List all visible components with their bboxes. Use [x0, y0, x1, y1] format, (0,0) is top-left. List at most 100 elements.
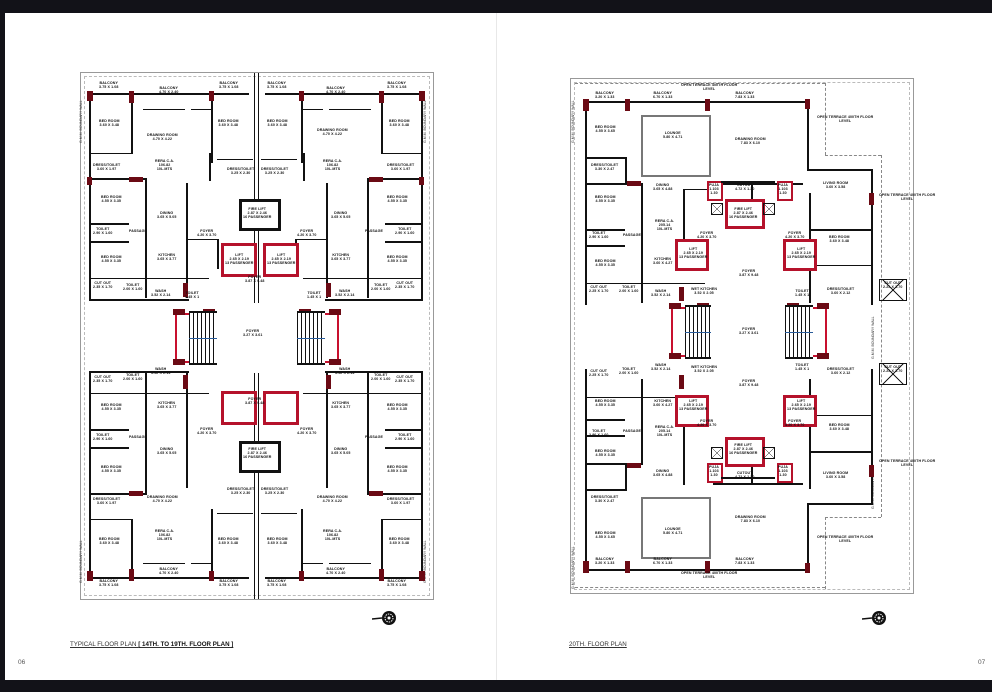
lift-shaft: [221, 243, 257, 277]
room-label: BED ROOM 4.55 X 3.35: [387, 255, 408, 264]
puja-room: [777, 181, 793, 201]
room-label: BED ROOM 4.55 X 3.35: [595, 259, 616, 268]
room-label: BALCONY 4.70 X 2.40: [326, 567, 346, 576]
room-label: RERA C.A. 205.14 10L.MTS: [655, 425, 675, 438]
page-number: 07: [978, 659, 986, 666]
room-label: KITCHEN 3.65 X 3.77: [157, 401, 177, 410]
room-label: DRAWING ROOM 4.70 X 4.22: [317, 495, 348, 504]
room-label: BED ROOM 3.60 X 3.48: [99, 119, 120, 128]
room-label: BED ROOM 4.55 X 3.35: [595, 195, 616, 204]
room-label: LIFT 2.65 X 2.19 13 PASSENGER: [679, 399, 708, 412]
lift-shaft: [263, 243, 299, 277]
room-label: WET KITCHEN 3.52 X 2.05: [691, 365, 718, 374]
room-label: BED ROOM 3.60 X 3.48: [389, 119, 410, 128]
typical-floor-plan: G.M.M. BOUNDARY WALL G.M.M. BOUNDARY WAL…: [79, 72, 434, 600]
room-label: LIFT 2.65 X 2.19 13 PASSENGER: [679, 247, 708, 260]
room-label: TOILET 1.45 X 1: [795, 289, 810, 298]
room-label: DINING 3.65 X 5.05: [157, 447, 177, 456]
room-label: DINING 3.65 X 5.05: [157, 211, 177, 220]
room-label: BALCONY 3.20 X 1.33: [595, 557, 615, 566]
room-label: OPEN TERRACE 400TH FLOOR LEVEL: [817, 115, 874, 124]
room-label: TOILET 1.45 X 1: [185, 291, 200, 300]
room-label: DRAWING ROOM 4.70 X 4.22: [147, 133, 178, 142]
room-label: TOILET 2.00 X 1.60: [123, 373, 143, 382]
room-label: WASH 3.52 X 2.14: [651, 363, 671, 372]
cut-out-box: [879, 279, 907, 301]
room-label: WASH 3.52 X 2.14: [651, 289, 671, 298]
room-label: PUJA 1.103 1.30: [778, 465, 788, 478]
room-label: TOILET 2.90 X 1.60: [93, 433, 113, 442]
duct-icon: [763, 447, 775, 459]
room-label: FOYER 4.20 X 3.70: [297, 427, 317, 436]
room-label: BED ROOM 4.55 X 3.35: [101, 465, 122, 474]
room-label: LIFT 2.65 X 2.19 13 PASSENGER: [787, 399, 816, 412]
room-label: KITCHEN 3.60 X 4.27: [653, 399, 673, 408]
room-label: BALCONY 3.75 X 1.08: [219, 81, 239, 90]
room-label: BALCONY 3.75 X 1.08: [267, 81, 287, 90]
room-label: DRESS/TOILET 3.25 X 2.30: [261, 167, 289, 176]
room-label: DRESS/TOILET 3.60 X 1.97: [93, 163, 121, 172]
room-label: BED ROOM 3.60 X 3.48: [389, 537, 410, 546]
room-label: DINING 3.65 X 5.05: [331, 211, 351, 220]
room-label: WASH 3.52 X 2.14: [335, 289, 355, 298]
room-label: TOILET 2.00 X 1.60: [371, 283, 391, 292]
room-label: RERA C.A. 205.14 10L.MTS: [655, 219, 675, 232]
room-label: TOILET 2.90 X 1.60: [589, 231, 609, 240]
room-label: TOILET 2.00 X 1.60: [619, 367, 639, 376]
room-label: BALCONY 3.75 X 1.08: [387, 81, 407, 90]
room-label: LOUNGE 5.80 X 4.71: [663, 527, 683, 536]
room-label: DINING 3.65 X 4.88: [653, 469, 673, 478]
room-label: BALCONY 4.70 X 2.40: [326, 86, 346, 95]
room-label: BED ROOM 4.55 X 3.35: [595, 449, 616, 458]
room-label: CUT OUT 2.25 X 1.70: [883, 365, 903, 374]
cut-out-box: [879, 363, 907, 385]
room-label: RERA C.A. 106.82 10L.MTS: [155, 529, 175, 542]
lift-shaft: [221, 391, 257, 425]
lounge-outline: [641, 115, 711, 177]
room-label: DRESS/TOILET 3.60 X 2.12: [827, 367, 855, 376]
room-label: BALCONY 3.75 X 1.08: [99, 81, 119, 90]
room-label: BED ROOM 4.55 X 3.65: [595, 531, 616, 540]
room-label: FOYER 4.20 X 3.70: [697, 231, 717, 240]
room-label: BED ROOM 3.60 X 3.48: [99, 537, 120, 546]
room-label: FOYER 4.20 X 3.70: [197, 229, 217, 238]
room-label: FOYER 3.87 X 9.48: [739, 379, 759, 388]
fire-lift-shaft: [239, 441, 281, 473]
staircase-left: [189, 311, 217, 365]
room-label: TOILET 2.00 X 1.60: [371, 373, 391, 382]
room-label: OPEN TERRACE 400TH FLOOR LEVEL: [817, 535, 874, 544]
room-label: KITCHEN 3.65 X 3.77: [157, 253, 177, 262]
room-label: LIFT 2.65 X 2.19 13 PASSENGER: [267, 253, 296, 266]
room-label: BED ROOM 4.55 X 3.35: [101, 255, 122, 264]
staircase-right: [785, 305, 813, 359]
duct-icon: [711, 447, 723, 459]
room-label: PUJA 1.103 1.30: [778, 183, 788, 196]
room-label: FOYER 4.20 X 3.70: [697, 419, 717, 428]
room-label: DRESS/TOILET 3.25 X 2.30: [227, 167, 255, 176]
room-label: BED ROOM 3.60 X 3.48: [218, 119, 239, 128]
floor-plan-caption: TYPICAL FLOOR PLAN [ 14TH. TO 19TH. FLOO…: [70, 641, 234, 648]
boundary-wall-label: G.M.M. BOUNDARY WALL: [571, 100, 575, 143]
room-label: BED ROOM 4.55 X 3.35: [387, 465, 408, 474]
room-label: DRAWING ROOM 4.70 X 4.22: [317, 128, 348, 137]
room-label: OPEN TERRACE 400TH FLOOR LEVEL: [681, 571, 738, 580]
room-label: LIFT 2.65 X 2.19 13 PASSENGER: [787, 247, 816, 260]
room-label: FOYER 4.20 X 3.70: [297, 229, 317, 238]
fire-lift-shaft: [725, 199, 765, 229]
room-label: CUT OUT 2.25 X 1.70: [883, 281, 903, 290]
room-label: BED ROOM 3.60 X 3.48: [829, 423, 850, 432]
room-label: BALCONY 4.70 X 2.40: [159, 567, 179, 576]
room-label: FOYER 4.20 X 3.70: [197, 427, 217, 436]
room-label: CUT OUT 2.35 X 1.70: [395, 281, 415, 290]
north-compass-icon: [862, 611, 886, 625]
room-label: TOILET 1.45 X 1: [307, 291, 322, 300]
boundary-wall-label: G.M.M. BOUNDARY WALL: [79, 100, 83, 143]
room-label: TOILET 2.00 X 1.60: [619, 285, 639, 294]
room-label: DRESS/TOILET 3.30 X 2.47: [591, 163, 619, 172]
room-label: KITCHEN 3.65 X 3.77: [331, 401, 351, 410]
room-label: KITCHEN 3.65 X 3.77: [331, 253, 351, 262]
room-label: TOILET 2.90 X 1.60: [93, 227, 113, 236]
room-label: TOILET 2.00 X 1.60: [123, 283, 143, 292]
room-label: FOYER 3.87 X 9.48: [245, 397, 265, 406]
room-label: BALCONY 3.75 X 1.08: [219, 579, 239, 588]
